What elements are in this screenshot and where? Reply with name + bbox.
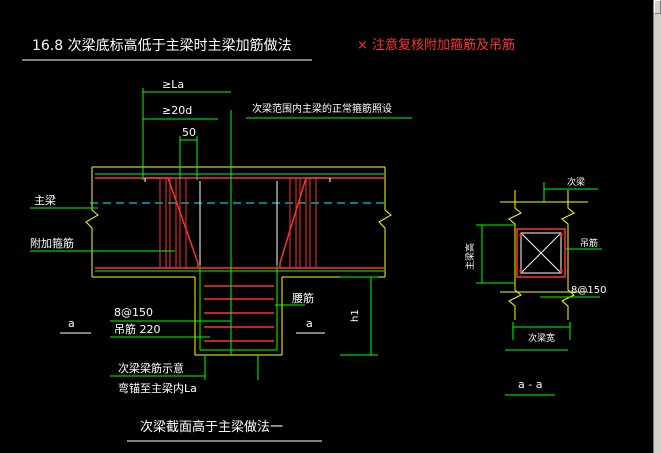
label-waist-bar: 腰筋 xyxy=(292,291,314,305)
h1-dimension xyxy=(340,276,378,356)
drawing-title: 16.8 次梁底标高低于主梁时主梁加筋做法 xyxy=(32,37,292,54)
caption: 次梁截面高于主梁做法一 xyxy=(140,419,283,435)
label-a-right: a xyxy=(306,317,313,330)
warning-note: × 注意复核附加箍筋及吊筋 xyxy=(357,37,515,53)
dim-la-top: ≥La xyxy=(162,78,184,91)
label-h1: h1 xyxy=(350,309,361,322)
label-sec-height: 主梁高 xyxy=(464,243,476,270)
label-added-stirrups: 附加箍筋 xyxy=(30,236,74,250)
main-bars xyxy=(95,177,384,342)
main-beam-elevation xyxy=(85,166,392,356)
label-section-name: a - a xyxy=(518,378,542,391)
dimension-lines xyxy=(142,88,412,180)
label-main-beam: 主梁 xyxy=(34,193,56,207)
left-leaders xyxy=(30,207,231,377)
added-stirrups-left xyxy=(159,177,187,269)
label-stirrup-spec: 8@150 xyxy=(114,306,153,319)
added-stirrups-right xyxy=(289,177,317,269)
label-normal-stirrups: 次梁范围内主梁的正常箍筋照设 xyxy=(252,102,392,115)
label-secondary-note-2: 弯锚至主梁内La xyxy=(118,381,197,395)
section-a-a xyxy=(476,182,602,396)
label-secondary-note-1: 次梁梁筋示意 xyxy=(118,361,184,375)
dim-50: 50 xyxy=(182,126,196,139)
label-hanger: 吊筋 xyxy=(580,237,598,249)
label-hanger-spec: 吊筋 220 xyxy=(114,322,161,336)
secondary-beam-outline xyxy=(144,178,331,265)
dim-20d: ≥20d xyxy=(162,104,192,117)
label-sec-width: 次梁宽 xyxy=(528,332,555,344)
label-sec-stirrup: 8@150 xyxy=(571,285,606,296)
label-sec-beam-top: 次梁 xyxy=(567,176,585,188)
scrollbar-thumb[interactable] xyxy=(654,0,661,14)
label-a-left: a xyxy=(68,317,75,330)
